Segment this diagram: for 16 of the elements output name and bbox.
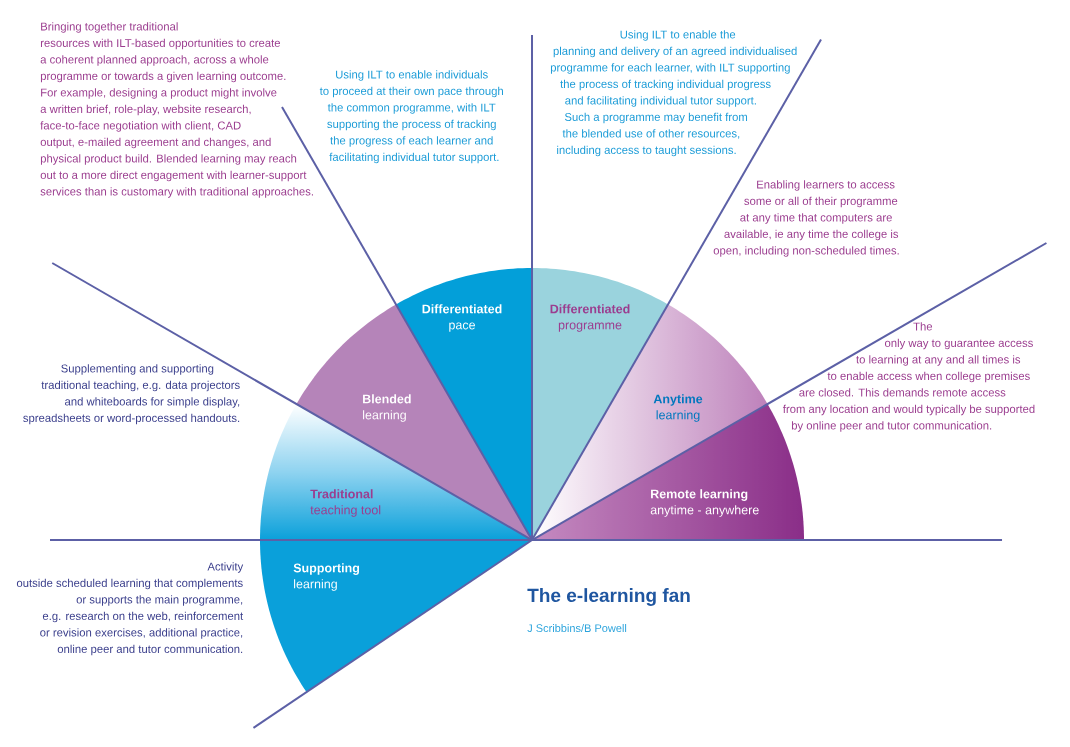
description-text: Bringing together traditional resources with ILT-based opportunities to create a coherent planned approach, across a whole programme or towards a given learning outcome. For example, designing a product might involve a written brief, role-play, website research, face-to-face negotiation with client, CAD output, e-mailed agreement and changes, and physical product build. Blended learning may reach out to a more direct engagement with learner-support services than is customary with traditional approaches. — [40, 22, 313, 198]
description-text: Enabling learners to access some or all of their programme at any time that computers are available, ie any time the college is open, including non-scheduled times. — [713, 180, 899, 257]
description-text: The only way to guarantee access to learning at any and all times is to enable access when college premises are closed. This demands remote access from any location and would typically be supported by online peer and tutor communication. — [782, 322, 1035, 432]
caption: J Scribbins/B Powell — [527, 623, 627, 633]
sector-label: Anytime learning — [653, 394, 703, 422]
sector-label: Supporting learning — [293, 563, 360, 591]
description-text: Supplementing and supporting traditional teaching, e.g. data projectors and whiteboards for simple display, spreadsheets or word-processed handouts. — [23, 364, 240, 425]
description-text: Using ILT to enable individuals to proceed at their own pace through the common programme, with ILT supporting the process of tracking the progress of each learner and facilitating individual tutor support. — [319, 70, 503, 164]
title: The e-learning fan — [527, 588, 690, 606]
sector-label: Differentiated pace — [422, 304, 502, 332]
description-text: Activity outside scheduled learning that complements or supports the main programme, e.g. research on the web, reinforcement or revision exercises, additional practice, online peer and tutor communication. — [16, 562, 244, 656]
sector-label: Remote learning anytime - anywhere — [650, 489, 759, 517]
sector-label: Differentiated programme — [550, 304, 630, 332]
sector-label: Traditional teaching tool — [310, 489, 381, 517]
sector-label: Blended learning — [363, 394, 411, 422]
description-text: Using ILT to enable the planning and delivery of an agreed individualised programme for each learner, with ILT supporting the process of tracking individual progress and facilitating individual tutor support. Such a programme may benefit from the blended use of other resources, including access to taught sessions. — [550, 30, 797, 157]
